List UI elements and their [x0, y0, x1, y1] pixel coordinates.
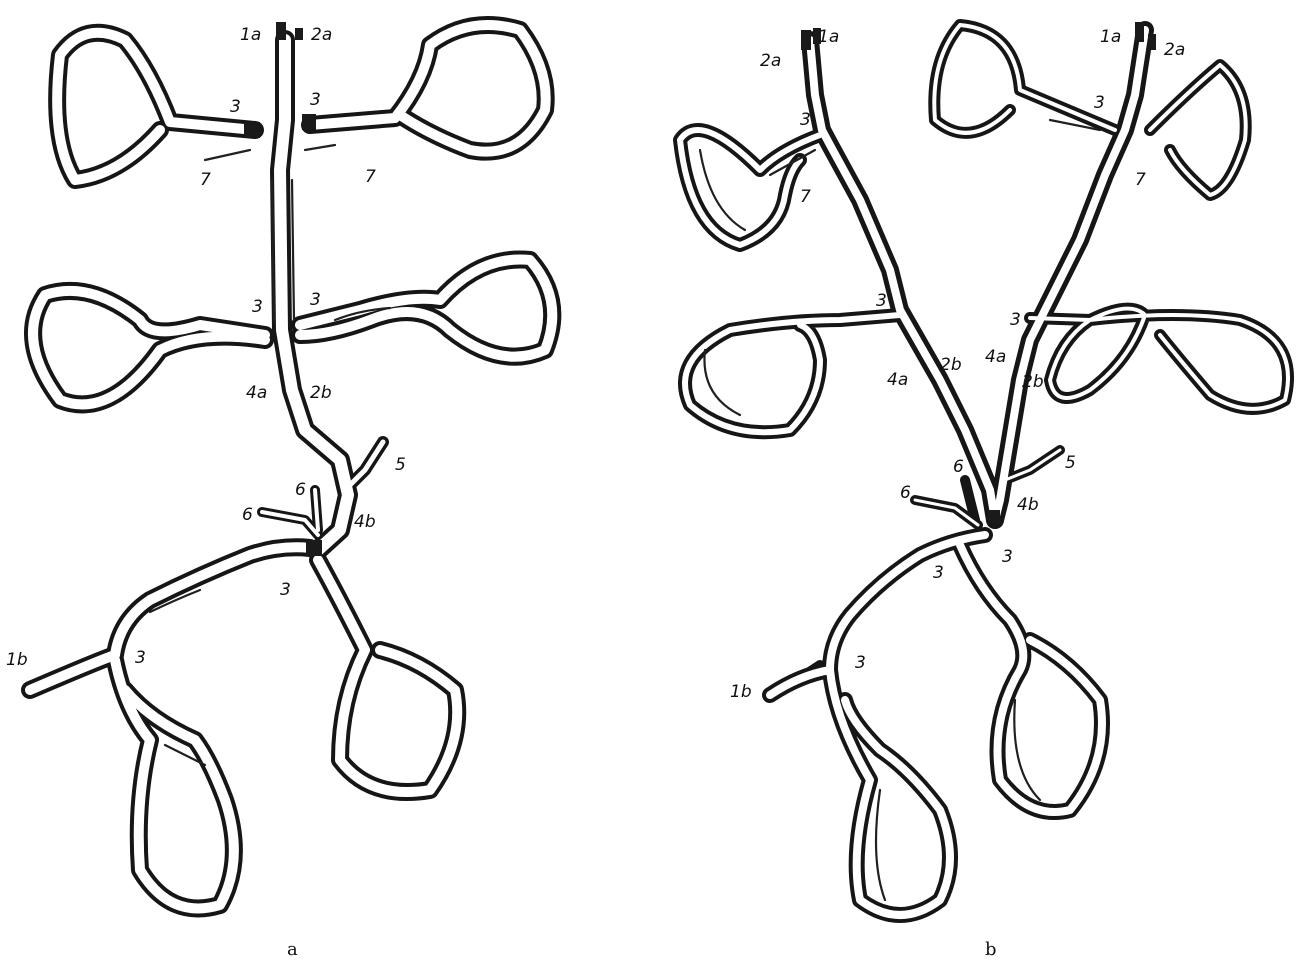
- panel-a-caption: a: [287, 939, 298, 960]
- panel-b-label: 3: [876, 291, 887, 311]
- panel-b-left-stem: [810, 40, 995, 520]
- panel-a-junction-3-left: [244, 122, 260, 138]
- panel-b-label: 7: [800, 187, 811, 207]
- panel-a-label: 2a: [311, 25, 332, 45]
- panel-b-label: 2a: [760, 51, 781, 71]
- panel-a-diagram: 1a 2a 3 3 7 7 3 3 4a 2b 5 6 6 4b 3 1b 3 …: [6, 22, 552, 960]
- panel-a-label: 3: [135, 648, 146, 668]
- panel-b-label: 2a: [1164, 40, 1185, 60]
- panel-b-label: 2b: [1022, 372, 1044, 392]
- panel-b-junction-2a-left: [801, 30, 811, 50]
- panel-a-label: 3: [230, 97, 241, 117]
- panel-b-caption: b: [985, 939, 997, 960]
- panel-b-diagram: 2a 1a 1a 2a 3 3 7 7 3 3 4a 2b 4a 2b 6 5 …: [680, 22, 1288, 960]
- panel-a-junction-3-right: [302, 114, 316, 130]
- panel-a-label: 6: [295, 480, 306, 500]
- panel-a-label: 7: [200, 170, 211, 190]
- panel-a-junction-1a: [276, 22, 286, 40]
- panel-a-tubes: [30, 22, 552, 908]
- panel-b-label: 1a: [1100, 27, 1121, 47]
- panel-b-loop-mid-left: [685, 315, 900, 432]
- panel-b-tubes: [680, 22, 1288, 915]
- panel-a-label: 7: [365, 167, 376, 187]
- panel-b-label: 6: [900, 483, 911, 503]
- panel-b-label: 3: [855, 653, 866, 673]
- panel-b-junction-1a-right: [1135, 22, 1144, 42]
- panel-a-label: 1b: [6, 650, 28, 670]
- panel-a-label: 3: [252, 297, 263, 317]
- panel-a-label: 3: [310, 290, 321, 310]
- panel-a-junction-3-lower: [306, 540, 322, 556]
- panel-b-loop-top-left: [680, 130, 820, 245]
- panel-a-label: 5: [395, 455, 406, 475]
- panel-a-label: 3: [280, 580, 291, 600]
- panel-b-label: 4b: [1017, 495, 1039, 515]
- panel-b-label: 1b: [730, 682, 752, 702]
- panel-b-label: 5: [1065, 453, 1076, 473]
- panel-b-label: 4a: [985, 347, 1006, 367]
- panel-a-label: 4b: [354, 512, 376, 532]
- panel-a-label: 4a: [246, 383, 267, 403]
- panel-b-label: 3: [1002, 547, 1013, 567]
- panel-b-junction-4b: [988, 510, 1000, 524]
- panel-b-label: 3: [800, 110, 811, 130]
- panel-a-label: 2b: [310, 383, 332, 403]
- panel-b-label: 4a: [887, 370, 908, 390]
- panel-a-loop-mid-left: [33, 291, 265, 405]
- panel-b-label: 3: [933, 563, 944, 583]
- panel-a-label: 6: [242, 505, 253, 525]
- panel-a-loop-mid-right: [300, 260, 552, 357]
- panel-b-label: 1a: [818, 27, 839, 47]
- panel-b-label: 6: [953, 457, 964, 477]
- panel-b-junction-2a-right: [1148, 34, 1156, 50]
- panel-b-label: 3: [1010, 310, 1021, 330]
- panel-a-junction-2a: [295, 28, 303, 40]
- panel-b-right-stem: [995, 30, 1145, 520]
- panel-a-label: 1a: [240, 25, 261, 45]
- panel-b-label: 3: [1094, 93, 1105, 113]
- panel-a-loop-top-left: [57, 33, 255, 180]
- panel-a-label: 3: [310, 90, 321, 110]
- panel-b-label: 7: [1135, 170, 1146, 190]
- panel-b-label: 2b: [940, 355, 962, 375]
